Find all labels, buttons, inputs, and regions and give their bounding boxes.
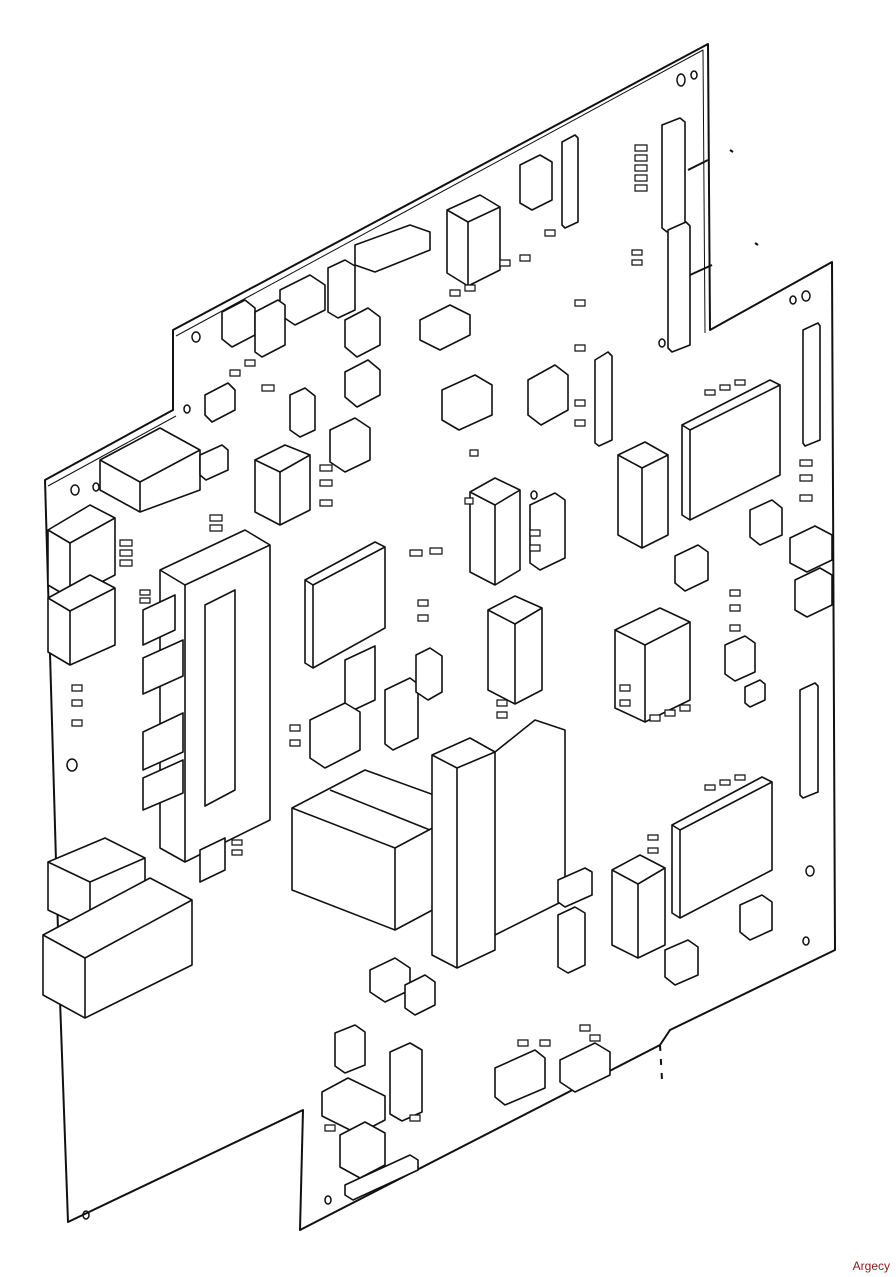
- watermark-text: Argecy: [852, 1259, 890, 1273]
- edge-marks: [660, 150, 758, 1080]
- components: [43, 118, 832, 1200]
- passive-components: [72, 145, 812, 1131]
